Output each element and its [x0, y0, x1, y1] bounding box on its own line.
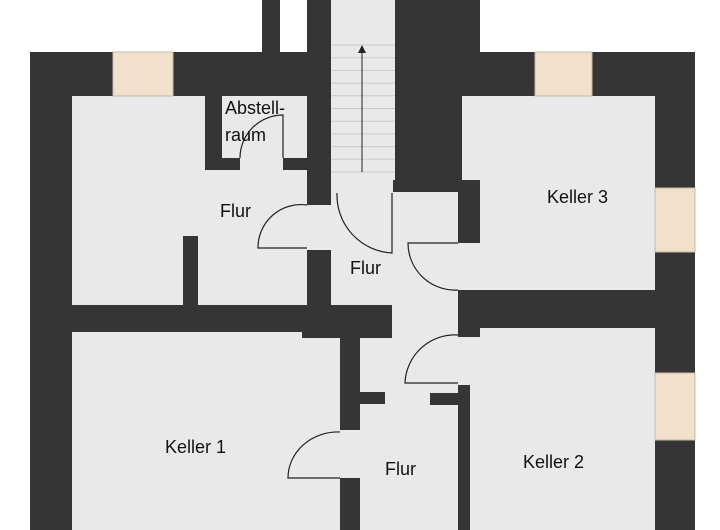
door-keller-3 — [407, 242, 459, 291]
label-keller-2: Keller 2 — [523, 452, 584, 472]
window-top-right — [534, 51, 593, 97]
window-keller-3 — [654, 187, 696, 253]
door-keller-2 — [404, 334, 459, 384]
windows — [112, 51, 696, 441]
window-keller-2 — [654, 372, 696, 441]
door-abstellraum — [239, 114, 284, 159]
label-keller-1: Keller 1 — [165, 437, 226, 457]
door-stairs — [336, 192, 393, 254]
stairs — [331, 44, 395, 173]
window-top-left — [112, 51, 174, 97]
label-flur-upper: Flur — [220, 201, 251, 221]
label-keller-3: Keller 3 — [547, 187, 608, 207]
arrow-up-icon — [358, 45, 366, 53]
label-flur-center: Flur — [350, 258, 381, 278]
walls — [30, 0, 695, 530]
label-flur-lower: Flur — [385, 459, 416, 479]
door-flur-left — [257, 203, 308, 249]
doors — [239, 114, 459, 479]
door-keller-1 — [287, 431, 341, 479]
label-abstellraum-1: Abstell- — [225, 98, 285, 118]
room-labels: Abstell- raum Flur Flur Keller 3 Keller … — [165, 98, 608, 479]
label-abstellraum-2: raum — [225, 125, 266, 145]
